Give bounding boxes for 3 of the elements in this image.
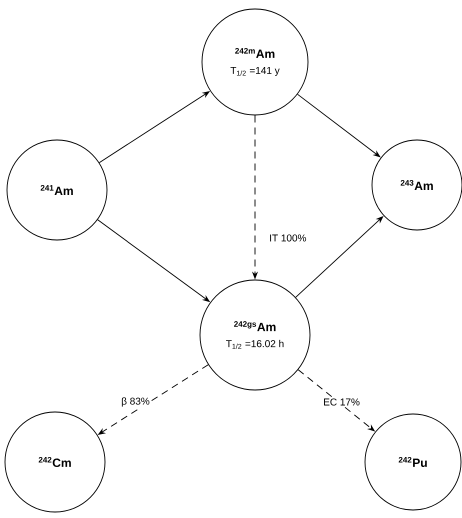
edge-label: β 83% [120, 396, 151, 408]
edge-label: EC 17% [322, 397, 361, 407]
edge-label: IT 100% [268, 233, 308, 243]
